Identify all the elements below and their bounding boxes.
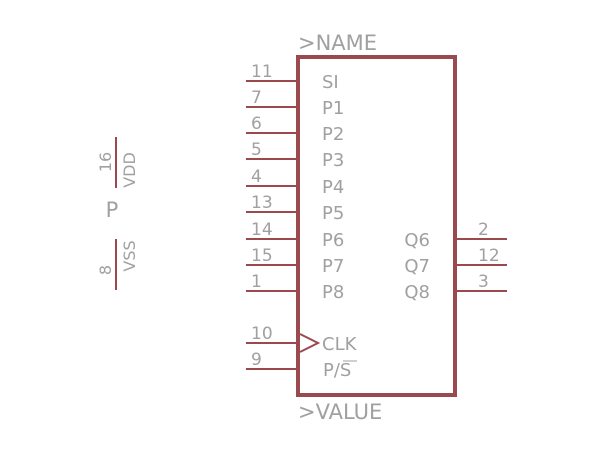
pin-number: 15 <box>251 246 273 266</box>
pin-name: P5 <box>322 203 344 224</box>
right-pin: 2Q6 <box>404 220 507 251</box>
pin-number: 11 <box>251 62 273 82</box>
pin-number: 6 <box>251 114 262 134</box>
pin-name: P4 <box>322 177 344 198</box>
pin-name: P8 <box>322 282 344 303</box>
power-pin-name: VDD <box>120 152 139 188</box>
component-body <box>296 55 457 397</box>
pin-number: 13 <box>251 193 273 213</box>
pin-name: P/S <box>323 360 351 381</box>
pin-name: P6 <box>322 230 344 251</box>
pin-number: 1 <box>251 272 262 292</box>
pin-number: 14 <box>251 220 273 240</box>
power-pin-vdd: 16 VDD <box>96 137 139 188</box>
pin-number: 4 <box>251 167 262 187</box>
pin-name: P7 <box>322 256 344 277</box>
power-pin-number: 16 <box>96 152 115 172</box>
power-pin-vss: 8 VSS <box>96 239 139 290</box>
pin-name: SI <box>322 72 339 93</box>
pin-number: 12 <box>478 246 500 266</box>
pin-name: Q6 <box>404 230 430 251</box>
pin-number: 5 <box>251 140 262 160</box>
value-attribute: >VALUE <box>298 400 382 424</box>
pin-name: P1 <box>322 98 344 119</box>
pin-name: Q8 <box>404 282 430 303</box>
pin-number: 9 <box>251 350 262 370</box>
power-pin-name: VSS <box>120 240 139 271</box>
pin-name: P2 <box>322 124 344 145</box>
pin-name: P3 <box>322 150 344 171</box>
pin-number: 3 <box>478 272 489 292</box>
power-prefix-label: P <box>106 198 119 222</box>
pin-name: Q7 <box>404 256 430 277</box>
clock-triangle-icon <box>299 333 321 353</box>
pin-number: 2 <box>478 220 489 240</box>
pin-number: 10 <box>251 324 273 344</box>
name-attribute: >NAME <box>298 31 377 55</box>
pin-number: 7 <box>251 88 262 108</box>
power-pin-number: 8 <box>96 265 115 275</box>
pin-name: CLK <box>322 334 358 355</box>
right-pin: 3Q8 <box>404 272 507 303</box>
